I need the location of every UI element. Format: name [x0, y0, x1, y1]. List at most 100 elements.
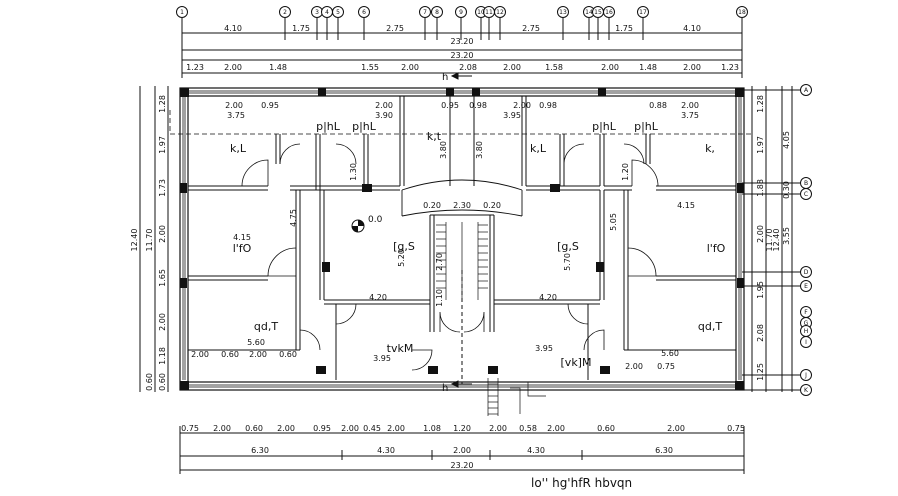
dim-text: 5.70 — [563, 253, 572, 271]
dim-text: 1.73 — [158, 179, 167, 197]
room-label: p|hL — [316, 120, 341, 133]
dim-text: 1.65 — [158, 269, 167, 287]
axis-C: C — [804, 191, 808, 198]
top-axis-labels: 1 2 3 4 5 6 7 8 9 10 11 12 13 14 15 16 1… — [180, 9, 746, 16]
dim-text: 4.20 — [539, 293, 557, 302]
dim-text: 0.30 — [782, 181, 791, 199]
axis-G: G — [804, 320, 809, 327]
elevation-label: 0.0 — [368, 215, 383, 225]
top-dimension-texts: 4.10 1.75 2.75 2.75 1.75 4.10 23.20 23.2… — [186, 24, 739, 72]
dim-text: 2.00 — [158, 313, 167, 331]
bottom-dimension-texts: 0.75 2.00 0.60 2.00 0.95 2.00 0.45 2.00 … — [181, 424, 745, 470]
dim-text: 2.00 — [513, 101, 531, 110]
dim-text: 2.00 — [681, 101, 699, 110]
dim-text: 2.00 — [375, 101, 393, 110]
room-label: k, — [705, 142, 715, 155]
dim-text: 2.00 — [453, 446, 471, 455]
dim-text: 11.70 — [765, 229, 774, 252]
dim-text: 1.58 — [545, 63, 563, 72]
dim-text: 4.75 — [289, 209, 298, 227]
room-label: [g,S — [393, 240, 415, 253]
room-label: tvkM — [387, 342, 414, 355]
interior-walls — [188, 96, 736, 380]
dim-text: 2.00 — [225, 101, 243, 110]
axis-10: 10 — [477, 9, 485, 16]
axis-15: 15 — [594, 9, 602, 16]
axis-3: 3 — [315, 9, 319, 16]
axis-9: 9 — [459, 9, 463, 16]
axis-K: K — [804, 387, 809, 394]
dim-text: 6.30 — [251, 446, 269, 455]
dim-text: 2.75 — [386, 24, 404, 33]
axis-6: 6 — [362, 9, 366, 16]
dim-text: 3.90 — [375, 111, 393, 120]
dim-text: 4.30 — [527, 446, 545, 455]
dim-text: 0.20 — [423, 201, 441, 210]
section-mark-top: h — [442, 72, 448, 83]
dim-text: 1.20 — [453, 424, 471, 433]
door-swings — [241, 143, 659, 371]
dim-text: 5.60 — [247, 338, 265, 347]
dim-text: 1.23 — [186, 63, 204, 72]
dim-text: 1.88 — [756, 179, 765, 197]
axis-12: 12 — [496, 9, 504, 16]
room-label: [vk]M — [561, 356, 592, 369]
top-dimension-lines — [181, 18, 743, 78]
dim-text: 0.60 — [597, 424, 615, 433]
beam-dashed-line — [169, 110, 752, 135]
dim-text: 0.45 — [363, 424, 381, 433]
dim-text: 23.20 — [451, 461, 474, 470]
dim-text: 0.95 — [313, 424, 331, 433]
axis-14: 14 — [585, 9, 593, 16]
axis-5: 5 — [336, 9, 340, 16]
dim-text: 0.75 — [181, 424, 199, 433]
room-labels: k,L p|hL p|hL k,t k,L p|hL p|hL k, l'fO … — [230, 120, 726, 369]
dim-text: 3.95 — [373, 354, 391, 363]
axis-A: A — [804, 87, 809, 94]
dim-text: 5.05 — [609, 213, 618, 231]
staircase — [436, 222, 546, 416]
axis-11: 11 — [485, 9, 493, 16]
axis-8: 8 — [435, 9, 439, 16]
dim-text: 0.98 — [469, 101, 487, 110]
stair-landing-arc — [401, 179, 523, 217]
dim-text: 2.00 — [667, 424, 685, 433]
dim-text: 2.00 — [213, 424, 231, 433]
dim-text: 4.10 — [683, 24, 701, 33]
dim-text: 0.75 — [727, 424, 745, 433]
dim-text: 1.28 — [756, 95, 765, 113]
right-dimension-lines — [742, 86, 800, 392]
dim-text: 0.98 — [539, 101, 557, 110]
room-label: k,L — [530, 142, 547, 155]
dim-text: 2.00 — [625, 362, 643, 371]
dim-text: 0.75 — [657, 362, 675, 371]
axis-7: 7 — [423, 9, 427, 16]
axis-18: 18 — [738, 9, 746, 16]
right-dimension-texts: 1.28 1.97 1.88 2.00 1.95 2.08 1.25 4.05 … — [756, 95, 791, 381]
dim-text: 0.60 — [279, 350, 297, 359]
dim-text: 2.00 — [756, 225, 765, 243]
dim-text: 5.20 — [397, 249, 406, 267]
axis-E: E — [804, 283, 808, 290]
dim-text: 12.40 — [772, 229, 781, 252]
inner-dimension-texts: 2.00 0.95 2.00 0.95 0.98 2.00 0.98 0.88 … — [191, 101, 699, 371]
dim-text: 5.60 — [661, 349, 679, 358]
dim-text: 1.48 — [269, 63, 287, 72]
dim-text: 1.95 — [756, 281, 765, 299]
room-label: p|hL — [634, 120, 659, 133]
axis-B: B — [804, 180, 808, 187]
dim-text: 2.08 — [756, 324, 765, 342]
room-label: p|hL — [592, 120, 617, 133]
dim-text: 0.88 — [649, 101, 667, 110]
dim-text: 2.00 — [503, 63, 521, 72]
room-label: k,L — [230, 142, 247, 155]
dim-text: 2.00 — [387, 424, 405, 433]
dim-text: 2.00 — [249, 350, 267, 359]
dim-text: 2.00 — [683, 63, 701, 72]
bottom-dimension-lines — [179, 426, 745, 474]
dim-text: 2.00 — [277, 424, 295, 433]
dim-text: 3.80 — [439, 141, 448, 159]
dim-text: 2.08 — [459, 63, 477, 72]
dim-text: 1.23 — [721, 63, 739, 72]
dim-text: 23.20 — [451, 51, 474, 60]
